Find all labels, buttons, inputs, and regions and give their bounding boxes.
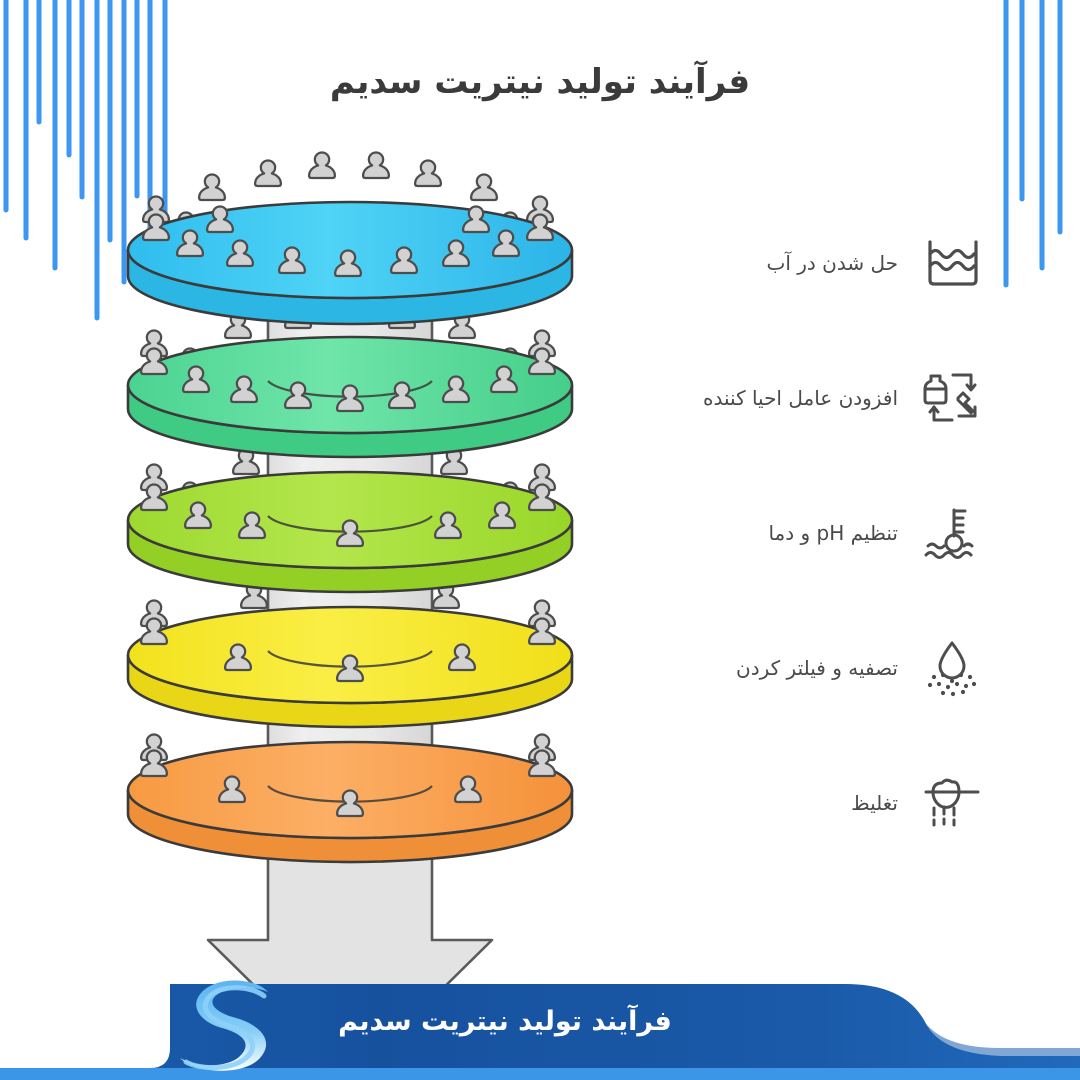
- step-row-ph-temperature[interactable]: تنظیم pH و دما: [628, 465, 988, 600]
- droplet-filter-icon: [918, 633, 988, 703]
- step-label: تنظیم pH و دما: [768, 520, 898, 545]
- water-tank-icon: [918, 228, 988, 298]
- disc-ph-temperature: [126, 447, 574, 594]
- disc-concentration: [126, 733, 574, 864]
- bottle-pour-cycle-icon: [918, 363, 988, 433]
- disc-filtering: [126, 581, 574, 729]
- thermometer-water-icon: [918, 498, 988, 568]
- step-label: تغلیظ: [851, 790, 898, 815]
- step-row-filtering[interactable]: تصفیه و فیلتر کردن: [628, 600, 988, 735]
- disc-dissolving: [126, 151, 574, 326]
- s-swoosh-logo: [180, 980, 268, 1071]
- evaporation-rain-icon: [918, 768, 988, 838]
- step-row-dissolving[interactable]: حل شدن در آب: [628, 195, 988, 330]
- decorative-blue-lines-right: [1003, 0, 1063, 288]
- process-step-list: حل شدن در آب: [628, 195, 988, 870]
- page-title: فرآیند تولید نیتریت سدیم: [329, 62, 751, 102]
- footer-banner: فرآیند تولید نیتریت سدیم: [0, 960, 1080, 1080]
- step-label: افزودن عامل احیا کننده: [703, 385, 898, 410]
- stacked-disc-funnel: [126, 151, 574, 990]
- step-label: حل شدن در آب: [766, 250, 898, 275]
- step-label: تصفیه و فیلتر کردن: [736, 655, 898, 680]
- disc-reducing-agent: [126, 301, 574, 459]
- step-row-concentration[interactable]: تغلیظ: [628, 735, 988, 870]
- footer-title: فرآیند تولید نیتریت سدیم: [338, 1006, 672, 1037]
- step-row-reducing-agent[interactable]: افزودن عامل احیا کننده: [628, 330, 988, 465]
